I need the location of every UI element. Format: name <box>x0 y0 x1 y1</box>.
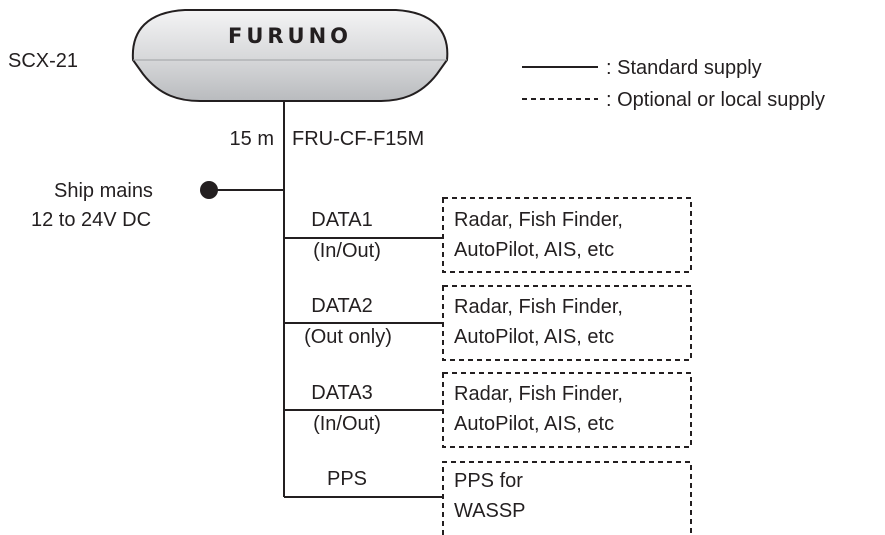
power-label-line1: Ship mains <box>54 180 153 202</box>
port-data1: DATA1 (In/Out) Radar, Fish Finder, AutoP… <box>284 197 692 273</box>
device-label-line1: Radar, Fish Finder, <box>454 296 623 318</box>
port-direction: (In/Out) <box>313 240 381 262</box>
legend: : Standard supply : Optional or local su… <box>522 57 825 111</box>
device-label-line2: AutoPilot, AIS, etc <box>454 239 614 261</box>
port-name: DATA2 <box>311 295 373 317</box>
legend-optional-label: : Optional or local supply <box>606 89 825 111</box>
port-data3: DATA3 (In/Out) Radar, Fish Finder, AutoP… <box>284 372 692 448</box>
cable-part-label: FRU-CF-F15M <box>292 128 424 150</box>
port-name: DATA1 <box>311 209 373 231</box>
port-direction: (Out only) <box>304 326 392 348</box>
port-direction: (In/Out) <box>313 413 381 435</box>
port-data2: DATA2 (Out only) Radar, Fish Finder, Aut… <box>284 285 692 361</box>
device-label-line1: PPS for <box>454 470 523 492</box>
device-label-line1: Radar, Fish Finder, <box>454 383 623 405</box>
device-box <box>442 372 692 448</box>
port-name: PPS <box>327 468 367 490</box>
power-label-line2: 12 to 24V DC <box>31 209 151 231</box>
device-label-line2: AutoPilot, AIS, etc <box>454 326 614 348</box>
brand-logo: FURUNO <box>228 24 352 48</box>
device-box <box>442 461 692 535</box>
device-label-line2: WASSP <box>454 500 526 522</box>
antenna-model-label: SCX-21 <box>8 50 78 72</box>
device-label-line1: Radar, Fish Finder, <box>454 209 623 231</box>
device-box <box>442 285 692 361</box>
power-supply: Ship mains 12 to 24V DC <box>31 180 284 231</box>
port-pps: PPS PPS for WASSP <box>284 461 692 535</box>
antenna-dome: FURUNO <box>131 9 449 102</box>
port-name: DATA3 <box>311 382 373 404</box>
legend-standard-label: : Standard supply <box>606 57 762 79</box>
device-label-line2: AutoPilot, AIS, etc <box>454 413 614 435</box>
cable-length-label: 15 m <box>230 128 274 150</box>
device-box <box>442 197 692 273</box>
